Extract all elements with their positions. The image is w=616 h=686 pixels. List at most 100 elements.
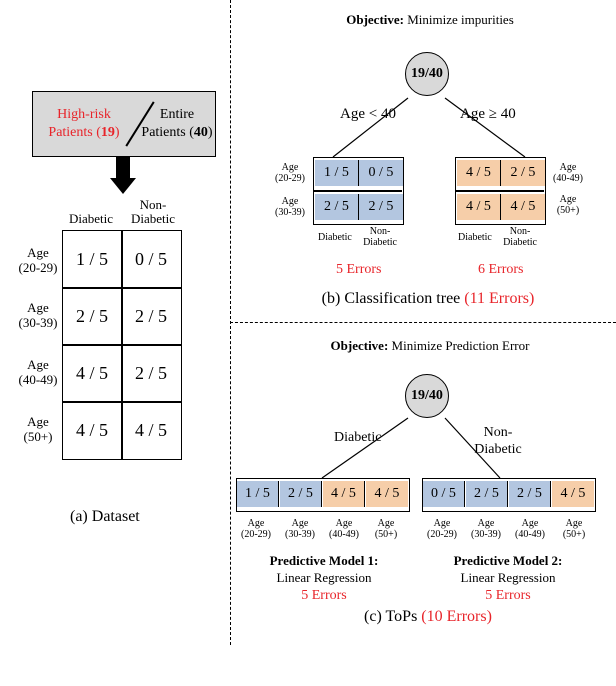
tops-objective: Objective: Minimize Prediction Error: [290, 338, 570, 354]
ct-left-cell: 1 / 5: [315, 160, 359, 186]
tops-left-branch-label: Diabetic: [334, 430, 382, 445]
ct-right-row-label-0: Age(40-49): [553, 162, 583, 184]
ct-left-row-label-0: Age(20-29): [275, 162, 305, 184]
ct-left-col-nondiabetic: Non-Diabetic: [363, 226, 397, 248]
tops-left-cell: 2 / 5: [280, 481, 322, 507]
grid-divider: [63, 344, 181, 346]
dataset-cell: 4 / 5: [75, 420, 108, 440]
tops-right-cell: 2 / 5: [509, 481, 551, 507]
ct-left-row-label-1: Age(30-39): [275, 196, 305, 218]
ct-caption: (b) Classification tree (11 Errors): [240, 290, 616, 308]
tops-right-age-2: Age(40-49): [515, 518, 545, 540]
tops-left-leaf: 1 / 5 2 / 5 4 / 5 4 / 5: [236, 478, 410, 512]
dataset-cell: 0 / 5: [134, 249, 167, 269]
dataset-col-nondiabetic: Non- Diabetic: [124, 198, 182, 226]
model1-sub: Linear Regression: [276, 570, 372, 585]
ct-caption-errors: (11 Errors): [464, 290, 535, 307]
ct-left-cell: 2 / 5: [359, 194, 403, 220]
dataset-grid: 1 / 5 0 / 5 2 / 5 2 / 5 4 / 5 2 / 5 4 / …: [62, 230, 182, 460]
ct-right-col-nondiabetic: Non-Diabetic: [503, 226, 537, 248]
ct-right-edge: [444, 97, 526, 158]
model1-title: Predictive Model 1:: [269, 553, 379, 568]
tops-caption: (c) ToPs (10 Errors): [240, 608, 616, 626]
tops-left-cell: 4 / 5: [366, 481, 408, 507]
ct-right-errors: 6 Errors: [478, 262, 524, 277]
tops-left-cell: 1 / 5: [237, 481, 279, 507]
dataset-row-label-0: Age(20-29): [18, 245, 58, 275]
grid-divider: [63, 287, 181, 289]
tops-right-branch-label: Non-Diabetic: [474, 425, 522, 457]
dataset-cell: 4 / 5: [134, 420, 167, 440]
tops-right-edge: [444, 417, 501, 479]
ct-left-edge: [332, 97, 409, 158]
dataset-row-label-1: Age(30-39): [18, 300, 58, 330]
down-arrow-icon: [116, 156, 130, 178]
high-risk-close: ): [114, 125, 120, 140]
ct-right-cell: 2 / 5: [501, 160, 545, 186]
ct-left-leaf-grid: 1 / 5 0 / 5 2 / 5 2 / 5: [313, 157, 404, 225]
dataset-row-label-2: Age(40-49): [18, 357, 58, 387]
ct-left-errors: 5 Errors: [336, 262, 382, 277]
ct-right-cell: 4 / 5: [501, 194, 545, 220]
dataset-row-label-3: Age(50+): [23, 414, 53, 444]
entire-close: ): [207, 125, 213, 140]
high-risk-line2: Patients (: [48, 125, 101, 140]
tops-left-age-1: Age(30-39): [285, 518, 315, 540]
leaf-divider: [456, 190, 544, 192]
model2-title: Predictive Model 2:: [453, 553, 563, 568]
dataset-col-diabetic: Diabetic: [68, 211, 114, 226]
ct-objective: Objective: Minimize impurities: [300, 12, 560, 28]
tops-right-age-1: Age(30-39): [471, 518, 501, 540]
tops-model2: Predictive Model 2: Linear Regression 5 …: [428, 552, 588, 604]
high-risk-line1: High-risk: [57, 107, 111, 122]
ct-left-col-diabetic: Diabetic: [318, 232, 352, 243]
tops-right-age-3: Age(50+): [562, 518, 586, 540]
ct-root-node: 19/40: [405, 52, 449, 96]
tops-left-age-0: Age(20-29): [241, 518, 271, 540]
entire-line2: Patients (: [141, 125, 194, 140]
ct-right-cell: 4 / 5: [457, 194, 501, 220]
tops-left-edge: [321, 417, 409, 479]
tops-left-age-2: Age(40-49): [329, 518, 359, 540]
ct-right-branch-label: Age ≥ 40: [460, 106, 516, 122]
high-risk-count: 19: [100, 125, 115, 140]
tops-left-cell: 4 / 5: [323, 481, 365, 507]
ct-right-cell: 4 / 5: [457, 160, 501, 186]
ct-right-col-diabetic: Diabetic: [458, 232, 492, 243]
tops-caption-errors: (10 Errors): [421, 608, 492, 625]
entire-line1: Entire: [159, 107, 195, 122]
tops-right-cell: 4 / 5: [552, 481, 594, 507]
dataset-cell: 2 / 5: [134, 306, 167, 326]
ct-left-cell: 2 / 5: [315, 194, 359, 220]
dataset-cell: 4 / 5: [75, 363, 108, 383]
leaf-divider: [314, 190, 402, 192]
tops-caption-main: (c) ToPs: [364, 608, 422, 625]
high-risk-label: High-risk Patients (19): [37, 106, 131, 142]
ct-left-cell: 0 / 5: [359, 160, 403, 186]
tops-objective-label: Objective:: [330, 338, 389, 353]
ct-objective-text: Minimize impurities: [404, 12, 514, 27]
tops-right-age-0: Age(20-29): [427, 518, 457, 540]
tops-model1: Predictive Model 1: Linear Regression 5 …: [244, 552, 404, 604]
tops-root-node: 19/40: [405, 374, 449, 418]
dataset-cell: 1 / 5: [75, 249, 108, 269]
down-arrow-head: [110, 178, 136, 194]
dataset-cell: 2 / 5: [134, 363, 167, 383]
col-diabetic: Diabetic: [130, 211, 176, 226]
col-non: Non-: [139, 197, 167, 212]
ct-right-row-label-1: Age(50+): [556, 194, 580, 216]
tops-left-age-3: Age(50+): [374, 518, 398, 540]
grid-divider: [63, 401, 181, 403]
model2-sub: Linear Regression: [460, 570, 556, 585]
tops-right-cell: 0 / 5: [423, 481, 465, 507]
ct-right-leaf-grid: 4 / 5 2 / 5 4 / 5 4 / 5: [455, 157, 546, 225]
entire-patients-label: Entire Patients (40): [141, 106, 213, 142]
tops-right-cell: 2 / 5: [466, 481, 508, 507]
dataset-cell: 2 / 5: [75, 306, 108, 326]
entire-count: 40: [193, 125, 208, 140]
ct-caption-main: (b) Classification tree: [321, 290, 465, 307]
tops-objective-text: Minimize Prediction Error: [388, 338, 530, 353]
ct-objective-label: Objective:: [346, 12, 404, 27]
dataset-header-box: High-risk Patients (19) Entire Patients …: [32, 91, 216, 157]
